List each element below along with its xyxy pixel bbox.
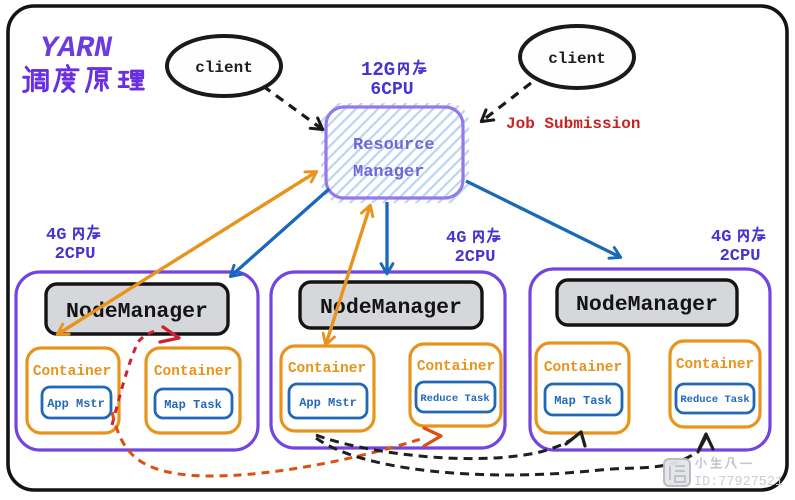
svg-text:6CPU: 6CPU — [370, 80, 413, 100]
svg-text:NodeManager: NodeManager — [66, 300, 208, 324]
svg-text:ID:77927521: ID:77927521 — [694, 475, 783, 490]
svg-text:Container: Container — [544, 360, 622, 376]
svg-text:2CPU: 2CPU — [720, 247, 761, 266]
svg-text:12G: 12G — [361, 59, 395, 81]
svg-text:App Mstr: App Mstr — [47, 397, 105, 411]
svg-text:Container: Container — [33, 364, 111, 380]
svg-text:2CPU: 2CPU — [55, 245, 96, 264]
svg-text:NodeManager: NodeManager — [576, 293, 718, 317]
svg-text:Container: Container — [676, 357, 754, 373]
svg-text:Reduce Task: Reduce Task — [420, 393, 489, 405]
svg-text:Manager: Manager — [353, 163, 424, 182]
svg-text:4G: 4G — [446, 229, 466, 248]
svg-text:Map Task: Map Task — [554, 394, 612, 408]
svg-text:client: client — [548, 50, 606, 68]
svg-text:2CPU: 2CPU — [455, 248, 496, 267]
svg-text:YARN: YARN — [40, 32, 113, 66]
svg-text:Reduce Task: Reduce Task — [680, 394, 749, 406]
svg-text:Container: Container — [417, 359, 495, 375]
svg-text:Job Submission: Job Submission — [506, 115, 640, 133]
svg-text:client: client — [195, 59, 253, 77]
svg-text:Container: Container — [288, 361, 366, 377]
svg-text:Container: Container — [154, 364, 232, 380]
svg-text:4G: 4G — [46, 226, 66, 245]
svg-text:App Mstr: App Mstr — [299, 396, 357, 410]
svg-text:Resource: Resource — [353, 136, 435, 155]
svg-text:Map Task: Map Task — [164, 398, 222, 412]
svg-text:4G: 4G — [711, 228, 731, 247]
